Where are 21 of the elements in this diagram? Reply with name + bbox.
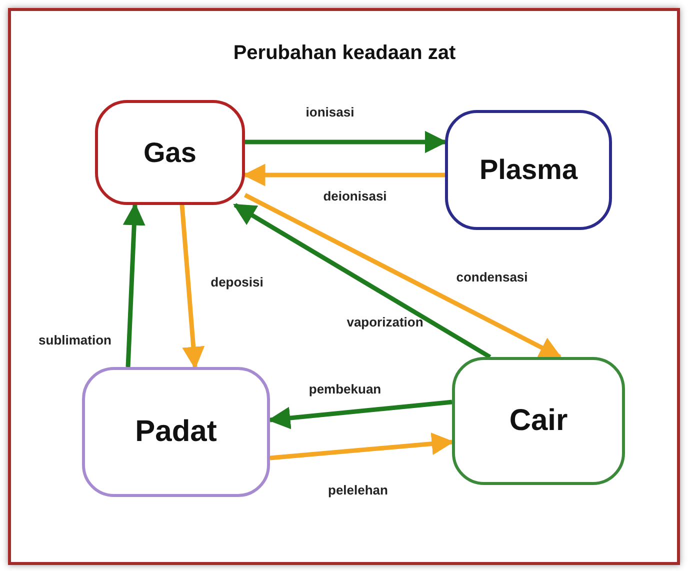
arrow: [245, 130, 448, 154]
arrow: [180, 204, 205, 370]
edge-label: deposisi: [210, 274, 264, 290]
edge-label: deionisasi: [323, 188, 387, 204]
diagram-title: Perubahan keadaan zat: [232, 42, 457, 65]
edge-label: sublimation: [38, 332, 112, 348]
arrow: [233, 203, 492, 359]
edge-label: condensasi: [456, 270, 528, 284]
arrow: [268, 400, 452, 430]
state-box: Gas: [95, 100, 245, 205]
edge-label: vaporization: [346, 314, 424, 330]
state-box: Padat: [82, 367, 270, 497]
arrow: [122, 202, 146, 368]
edge-label: pembekuan: [308, 382, 382, 396]
state-box: Cair: [452, 357, 625, 485]
arrow: [244, 193, 562, 359]
state-box: Plasma: [445, 110, 612, 230]
arrow: [270, 432, 454, 460]
edge-label: pelelehan: [328, 482, 388, 498]
arrow: [242, 164, 445, 186]
edge-label: ionisasi: [306, 104, 354, 120]
